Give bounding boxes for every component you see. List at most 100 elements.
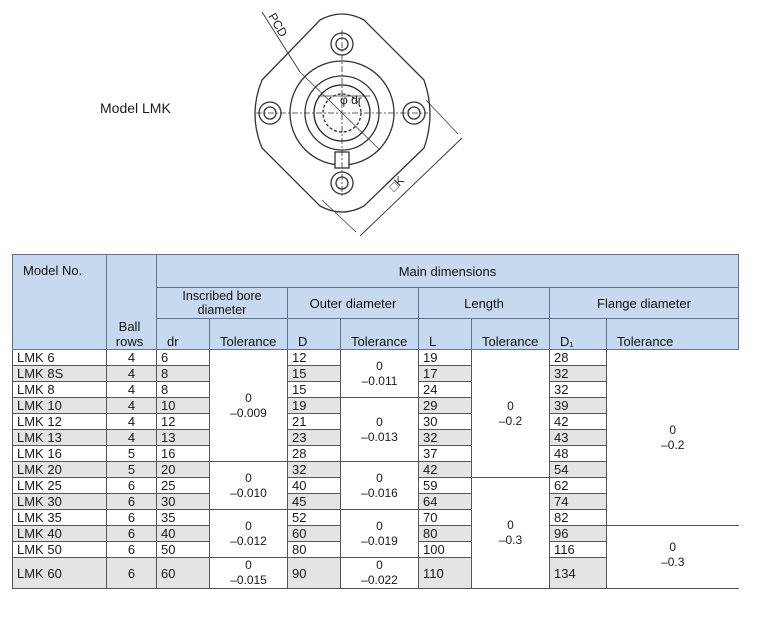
D-cell: 32 xyxy=(287,461,341,478)
ball-rows-cell: 4 xyxy=(106,413,157,430)
D-tolerance: 0–0.011 xyxy=(340,349,419,398)
model-cell: LMK 20 xyxy=(12,461,107,478)
dr-cell: 12 xyxy=(156,413,210,430)
dr-cell: 35 xyxy=(156,509,210,526)
D-tolerance: 0–0.022 xyxy=(340,557,419,589)
D-cell: 28 xyxy=(287,445,341,462)
D-cell: 60 xyxy=(287,525,341,542)
D-cell: 19 xyxy=(287,397,341,414)
model-cell: LMK 25 xyxy=(12,477,107,494)
D1-tolerance: 0–0.2 xyxy=(606,349,739,526)
L-cell: 37 xyxy=(418,445,472,462)
ball-rows-cell: 6 xyxy=(106,557,157,589)
dimensions-table: Model No. Ball rows Main dimensions Insc… xyxy=(12,254,739,589)
L-cell: 29 xyxy=(418,397,472,414)
ball-rows-cell: 6 xyxy=(106,477,157,494)
D1-cell: 134 xyxy=(549,557,607,589)
table-row: LMK 50 6 50 80 100 116 xyxy=(12,541,739,558)
D1-cell: 42 xyxy=(549,413,607,430)
ball-rows-cell: 4 xyxy=(106,381,157,398)
table-row: LMK 13 4 13 23 32 43 xyxy=(12,429,739,446)
header-length: Length xyxy=(418,287,550,319)
ball-rows-cell: 5 xyxy=(106,461,157,478)
D-cell: 45 xyxy=(287,493,341,510)
dr-label: φ dr xyxy=(340,93,362,107)
D-cell: 21 xyxy=(287,413,341,430)
pcd-label: PCD xyxy=(265,11,290,40)
D-cell: 40 xyxy=(287,477,341,494)
table-row: LMK 20 5 20 0–0.010 32 0–0.016 42 54 xyxy=(12,461,739,510)
model-cell: LMK 12 xyxy=(12,413,107,430)
ball-rows-cell: 5 xyxy=(106,445,157,462)
table-row: LMK 6 4 6 0–0.009 12 0–0.011 19 0–0.2 28… xyxy=(12,349,739,526)
dr-cell: 25 xyxy=(156,477,210,494)
ball-rows-cell: 4 xyxy=(106,349,157,366)
header-flange-diameter: Flange diameter xyxy=(549,287,739,319)
header-L-tolerance: Tolerance xyxy=(471,318,550,350)
D-cell: 23 xyxy=(287,429,341,446)
header-D: D xyxy=(287,318,341,350)
L-cell: 42 xyxy=(418,461,472,478)
dr-cell: 40 xyxy=(156,525,210,542)
header-dr-tolerance: Tolerance xyxy=(209,318,288,350)
model-cell: LMK 35 xyxy=(12,509,107,526)
header-L: L xyxy=(418,318,472,350)
D-cell: 12 xyxy=(287,349,341,366)
model-cell: LMK 10 xyxy=(12,397,107,414)
dr-tolerance: 0–0.010 xyxy=(209,461,288,510)
model-cell: LMK 13 xyxy=(12,429,107,446)
model-label: Model LMK xyxy=(100,100,171,116)
model-cell: LMK 40 xyxy=(12,525,107,542)
header-main-dimensions: Main dimensions xyxy=(156,254,739,288)
L-cell: 110 xyxy=(418,557,472,589)
D1-cell: 96 xyxy=(549,525,607,542)
D1-cell: 32 xyxy=(549,365,607,382)
dr-cell: 13 xyxy=(156,429,210,446)
dr-tolerance: 0–0.009 xyxy=(209,349,288,462)
ball-rows-cell: 6 xyxy=(106,525,157,542)
D1-cell: 74 xyxy=(549,493,607,510)
flange-outline xyxy=(254,13,431,213)
dr-cell: 10 xyxy=(156,397,210,414)
D-cell: 90 xyxy=(287,557,341,589)
D-tolerance: 0–0.016 xyxy=(340,461,419,510)
table-row: LMK 60 6 60 0–0.015 90 0–0.022 110 134 xyxy=(12,557,739,589)
L-cell: 100 xyxy=(418,541,472,558)
D1-cell: 62 xyxy=(549,477,607,494)
ball-rows-cell: 6 xyxy=(106,493,157,510)
ball-rows-cell: 6 xyxy=(106,541,157,558)
ball-rows-cell: 4 xyxy=(106,429,157,446)
ball-rows-cell: 6 xyxy=(106,509,157,526)
L-cell: 17 xyxy=(418,365,472,382)
dr-cell: 20 xyxy=(156,461,210,478)
D1-cell: 116 xyxy=(549,541,607,558)
dr-cell: 16 xyxy=(156,445,210,462)
header-D1: D₁ xyxy=(549,318,607,350)
D-cell: 52 xyxy=(287,509,341,526)
D-cell: 15 xyxy=(287,365,341,382)
table-row: LMK 8S 4 8 15 17 32 xyxy=(12,365,739,382)
dr-tolerance: 0–0.015 xyxy=(209,557,288,589)
header-D1-tolerance: Tolerance xyxy=(606,318,739,350)
model-cell: LMK 60 xyxy=(12,557,107,589)
L-tolerance: 0–0.3 xyxy=(471,477,550,589)
dr-cell: 8 xyxy=(156,381,210,398)
table-row: LMK 30 6 30 45 64 74 xyxy=(12,493,739,510)
L-cell: 70 xyxy=(418,509,472,526)
table-row: LMK 12 4 12 21 30 42 xyxy=(12,413,739,430)
L-cell: 59 xyxy=(418,477,472,494)
L-cell: 64 xyxy=(418,493,472,510)
L-cell: 80 xyxy=(418,525,472,542)
table-row: LMK 40 6 40 60 80 96 0–0.3 xyxy=(12,525,739,589)
ball-rows-cell: 4 xyxy=(106,397,157,414)
header-D-tolerance: Tolerance xyxy=(340,318,419,350)
model-cell: LMK 50 xyxy=(12,541,107,558)
ball-rows-cell: 4 xyxy=(106,365,157,382)
header-inscribed-bore: Inscribed bore diameter xyxy=(156,287,288,319)
dr-tolerance: 0–0.012 xyxy=(209,509,288,558)
D1-cell: 32 xyxy=(549,381,607,398)
D-cell: 15 xyxy=(287,381,341,398)
model-cell: LMK 8S xyxy=(12,365,107,382)
model-cell: LMK 8 xyxy=(12,381,107,398)
D1-cell: 39 xyxy=(549,397,607,414)
